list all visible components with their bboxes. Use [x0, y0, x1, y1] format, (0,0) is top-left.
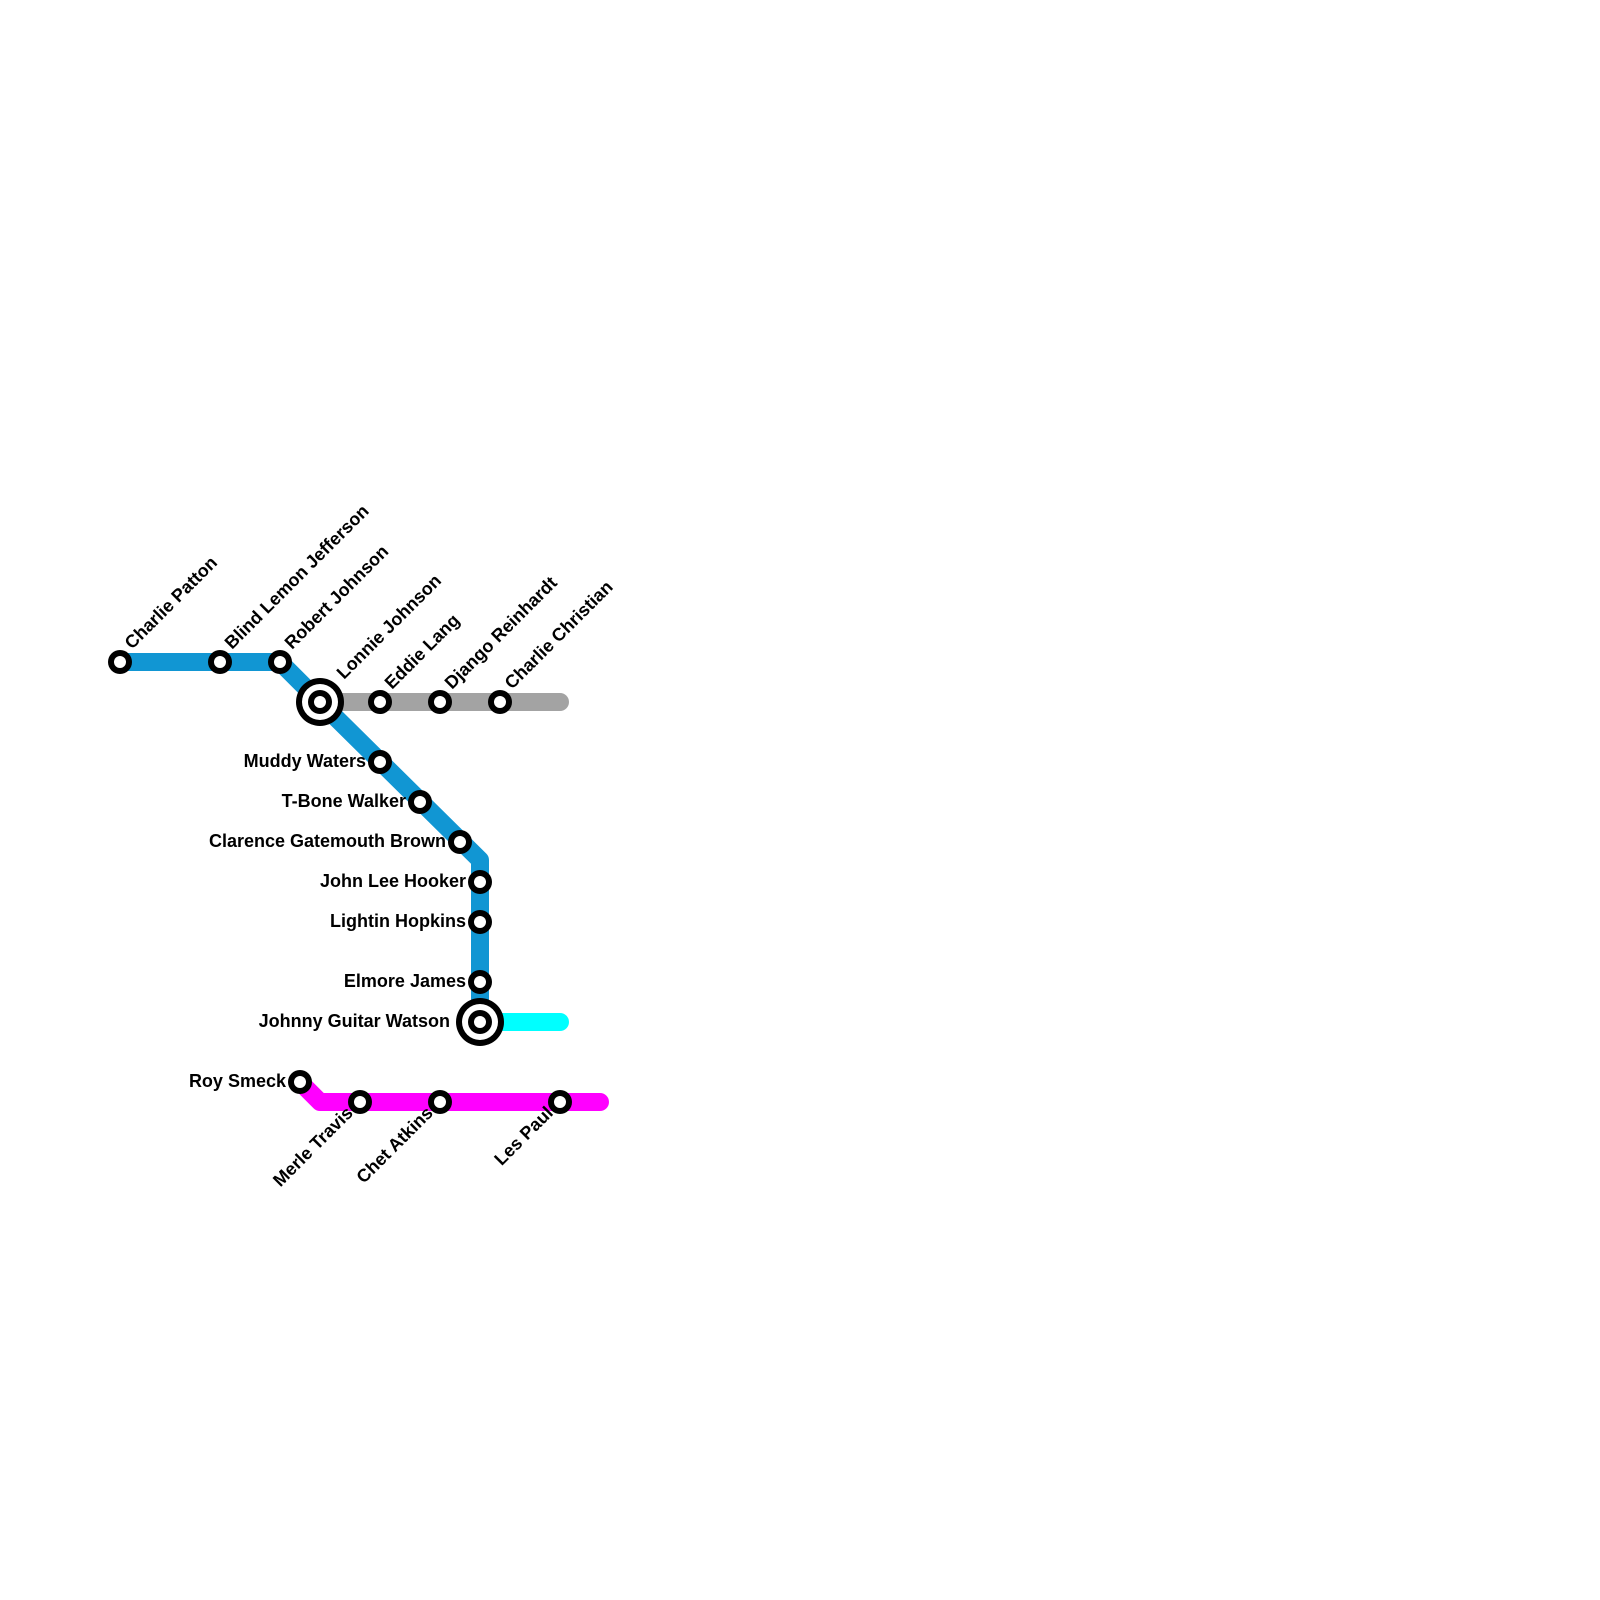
station-t-bone-walker[interactable] [408, 790, 432, 814]
label-john-lee-hooker: John Lee Hooker [320, 871, 466, 891]
station-django-reinhardt[interactable] [428, 690, 452, 714]
label-lightin-hopkins: Lightin Hopkins [330, 911, 466, 931]
station-elmore-james[interactable] [468, 970, 492, 994]
station-merle-travis[interactable] [348, 1090, 372, 1114]
label-clarence-gatemouth-brown: Clarence Gatemouth Brown [209, 831, 446, 851]
label-elmore-james: Elmore James [344, 971, 466, 991]
label-charlie-christian: Charlie Christian [501, 577, 617, 693]
label-johnny-guitar-watson: Johnny Guitar Watson [259, 1011, 450, 1031]
label-merle-travis: Merle Travis [269, 1103, 357, 1191]
label-t-bone-walker: T-Bone Walker [282, 791, 406, 811]
station-eddie-lang[interactable] [368, 690, 392, 714]
interchange-lonnie-johnson[interactable] [296, 678, 344, 726]
station-les-paul[interactable] [548, 1090, 572, 1114]
station-robert-johnson[interactable] [268, 650, 292, 674]
station-muddy-waters[interactable] [368, 750, 392, 774]
label-django-reinhardt: Django Reinhardt [441, 573, 561, 693]
label-charlie-patton: Charlie Patton [121, 552, 221, 652]
station-chet-atkins[interactable] [428, 1090, 452, 1114]
interchange-johnny-guitar-watson[interactable] [456, 998, 504, 1046]
label-les-paul: Les Paul [490, 1103, 556, 1169]
station-lightin-hopkins[interactable] [468, 910, 492, 934]
station-blind-lemon-jefferson[interactable] [208, 650, 232, 674]
station-john-lee-hooker[interactable] [468, 870, 492, 894]
station-roy-smeck[interactable] [288, 1070, 312, 1094]
label-chet-atkins: Chet Atkins [352, 1103, 436, 1187]
label-muddy-waters: Muddy Waters [244, 751, 366, 771]
station-charlie-patton[interactable] [108, 650, 132, 674]
label-roy-smeck: Roy Smeck [189, 1071, 287, 1091]
station-clarence-gatemouth-brown[interactable] [448, 830, 472, 854]
station-charlie-christian[interactable] [488, 690, 512, 714]
